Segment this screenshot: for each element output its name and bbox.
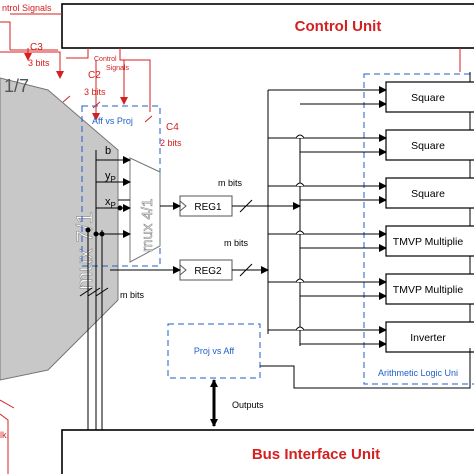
control-signals-text-2: Signals xyxy=(106,65,129,72)
alu-output-wire xyxy=(260,348,471,389)
alu-unit: Square xyxy=(385,129,474,161)
aff-vs-proj-label: Aff vs Proj xyxy=(92,116,133,126)
control-signals-label: ntrol Signals xyxy=(2,3,52,13)
alu-bus xyxy=(267,72,474,348)
reg1-label: REG1 xyxy=(194,202,222,213)
alu-label: Arithmetic Logic Uni xyxy=(378,368,458,378)
alu-unit-label: Inverter xyxy=(410,332,446,344)
proj-vs-aff-label: Proj vs Aff xyxy=(194,346,235,356)
alu-unit: Inverter xyxy=(385,321,474,353)
m-bits-label-2: m bits xyxy=(224,238,249,248)
alu-unit: Square xyxy=(385,177,474,209)
alu-unit-label: Square xyxy=(411,140,445,152)
junction-dot xyxy=(99,231,105,237)
c2-label: C2 xyxy=(88,70,101,81)
junction-dot xyxy=(117,205,123,211)
c3-label: C3 xyxy=(30,42,43,53)
junction-dot xyxy=(93,231,99,237)
bottom-left-slash xyxy=(0,399,15,409)
reg-wires xyxy=(110,199,301,277)
c2-bits-label: 3 bits xyxy=(84,87,106,97)
mux-4-1-label: mux 4/1 xyxy=(139,199,156,252)
reg1: REG1 xyxy=(179,195,233,217)
alu-unit: Square xyxy=(385,81,474,113)
bus-interface-title: Bus Interface Unit xyxy=(252,446,380,463)
alu-unit: TMVP Multiplie xyxy=(385,225,474,257)
control-unit-title: Control Unit xyxy=(295,18,382,35)
c4-bits-label: 2 bits xyxy=(160,138,182,148)
bus-interface-unit: Bus Interface Unit xyxy=(61,429,474,474)
junction-dot xyxy=(85,227,91,233)
bottom-left-wire xyxy=(0,413,9,474)
aff-vs-proj-box xyxy=(81,105,161,267)
alu-unit-label: Square xyxy=(411,188,445,200)
c3-wire-upper xyxy=(0,21,11,50)
mux-4-1: mux 4/1 xyxy=(129,157,161,263)
c4-label: C4 xyxy=(166,122,179,133)
input-b-label: b xyxy=(105,145,111,157)
alu-box xyxy=(363,73,474,385)
m-bits-label-1: m bits xyxy=(218,178,243,188)
bus-slashes xyxy=(79,287,109,297)
proj-vs-aff-box xyxy=(167,323,261,379)
control-wires xyxy=(0,48,461,123)
c3-bits-label: 3 bits xyxy=(28,58,50,68)
outputs-label: Outputs xyxy=(232,400,264,410)
alu-unit-label: Square xyxy=(411,92,445,104)
reg2: REG2 xyxy=(179,259,233,281)
mux-7-1-label: mux 7/1 xyxy=(72,212,97,290)
alu-unit-label: TMVP Multiplie xyxy=(393,236,464,248)
m-bits-label-3: m bits xyxy=(120,290,145,300)
control-signals-text-1: Control xyxy=(94,56,117,63)
input-yp-label: yP xyxy=(105,170,116,184)
input-xp-label: xP xyxy=(105,196,116,210)
bottom-left-label: lk, xyxy=(0,430,9,440)
control-unit: Control Unit xyxy=(61,3,474,49)
reg2-label: REG2 xyxy=(194,266,222,277)
alu-unit-label: TMVP Multiplie xyxy=(393,284,464,296)
alu-unit: TMVP Multiplie xyxy=(385,273,474,305)
mux-7-1-top-label: 1/7 xyxy=(4,76,29,96)
